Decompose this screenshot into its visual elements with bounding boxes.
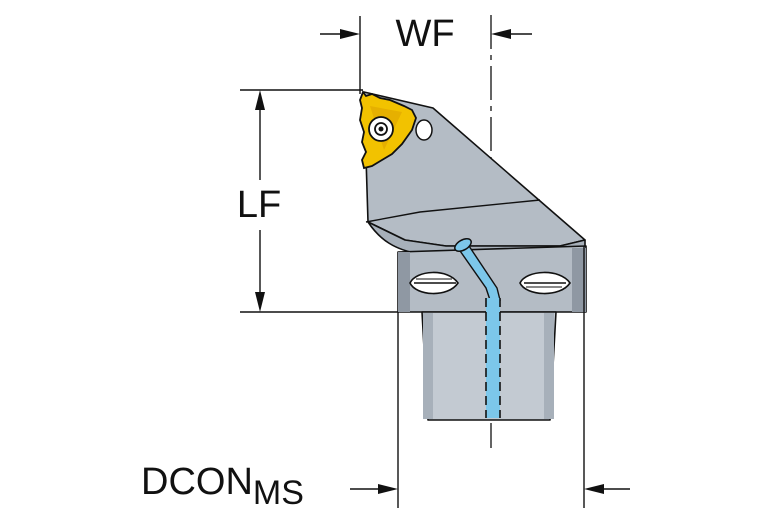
right-coupling-slot — [519, 271, 571, 295]
dcon-main: DCON — [141, 461, 253, 503]
wf-dimension: WF — [320, 13, 532, 94]
dcon-label: DCONMS — [141, 461, 304, 512]
coolant-outlet — [454, 238, 472, 252]
clamp-screw-slot — [415, 119, 433, 141]
wf-label: WF — [395, 13, 454, 55]
flange-shadow-left — [398, 252, 410, 312]
shank-shadow-right — [544, 313, 554, 419]
lf-dimension: LF — [237, 89, 398, 313]
dcon-ms-dimension: DCONMS — [141, 246, 630, 512]
flange-shadow-right — [572, 248, 586, 312]
coolant-channel — [454, 238, 501, 418]
left-coupling-slot — [409, 271, 459, 295]
threading-insert — [359, 90, 417, 170]
dcon-subscript: MS — [253, 474, 304, 512]
shank-shadow-left — [423, 313, 433, 419]
lf-label: LF — [237, 184, 281, 226]
head-split-line — [365, 199, 541, 223]
